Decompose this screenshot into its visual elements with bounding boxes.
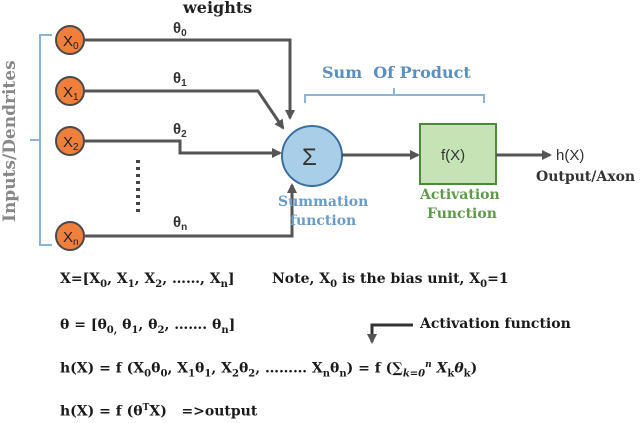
input-node-x2: X2 xyxy=(55,126,85,156)
inputs-dendrites-label: Inputs/Dendrites xyxy=(0,60,20,222)
weight-theta2: θ2 xyxy=(173,121,187,140)
input-node-xn: Xn xyxy=(55,221,85,251)
input-node-x1: X1 xyxy=(55,76,85,106)
activation-fx: f(X) xyxy=(441,147,465,164)
summation-label-line2: function xyxy=(290,213,356,229)
weights-label: weights xyxy=(182,0,252,17)
activation-label-line1: Activation xyxy=(419,187,500,203)
bias-note: Note, X0 is the bias unit, X0=1 xyxy=(272,271,509,290)
sum-of-product-bracket xyxy=(304,88,485,103)
wire-x0 xyxy=(85,38,295,120)
wire-xn xyxy=(85,183,297,238)
output-axon-label: Output/Axon xyxy=(536,169,635,185)
equation-hx-sum: h(X) = f (X0θ0, X1θ1, X2θ2, ……… Xnθn) = … xyxy=(60,360,478,380)
svg-text:X2: X2 xyxy=(63,134,79,153)
equation-theta-vector: θ = [θ0, θ1, θ2, ……. θn] xyxy=(60,317,236,336)
weight-theta0: θ0 xyxy=(173,20,187,39)
input-node-x0: X0 xyxy=(55,25,85,55)
summation-node: Σ xyxy=(281,125,343,187)
svg-text:X1: X1 xyxy=(63,84,79,103)
svg-text:X0: X0 xyxy=(63,33,79,52)
activation-pointer-arrow xyxy=(367,323,413,344)
activation-function-note: Activation function xyxy=(420,316,571,332)
output-hx: h(X) xyxy=(556,147,584,164)
sum-of-product-label: Sum Of Product xyxy=(322,63,471,82)
sigma-symbol: Σ xyxy=(302,144,317,171)
weight-thetan: θn xyxy=(173,214,187,233)
inputs-bracket xyxy=(30,34,52,246)
equation-hx-output: h(X) = f (θTX) =>output xyxy=(60,403,258,420)
summation-label-line1: Summation xyxy=(278,194,368,210)
equation-x-vector: X=[X0, X1, X2, ……, Xn] xyxy=(60,271,235,290)
activation-node: f(X) xyxy=(419,123,497,185)
activation-label-line2: Function xyxy=(427,206,497,222)
svg-text:Xn: Xn xyxy=(63,229,79,248)
wire-x1 xyxy=(85,89,285,130)
wire-x2 xyxy=(85,139,282,158)
weight-theta1: θ1 xyxy=(173,70,187,89)
